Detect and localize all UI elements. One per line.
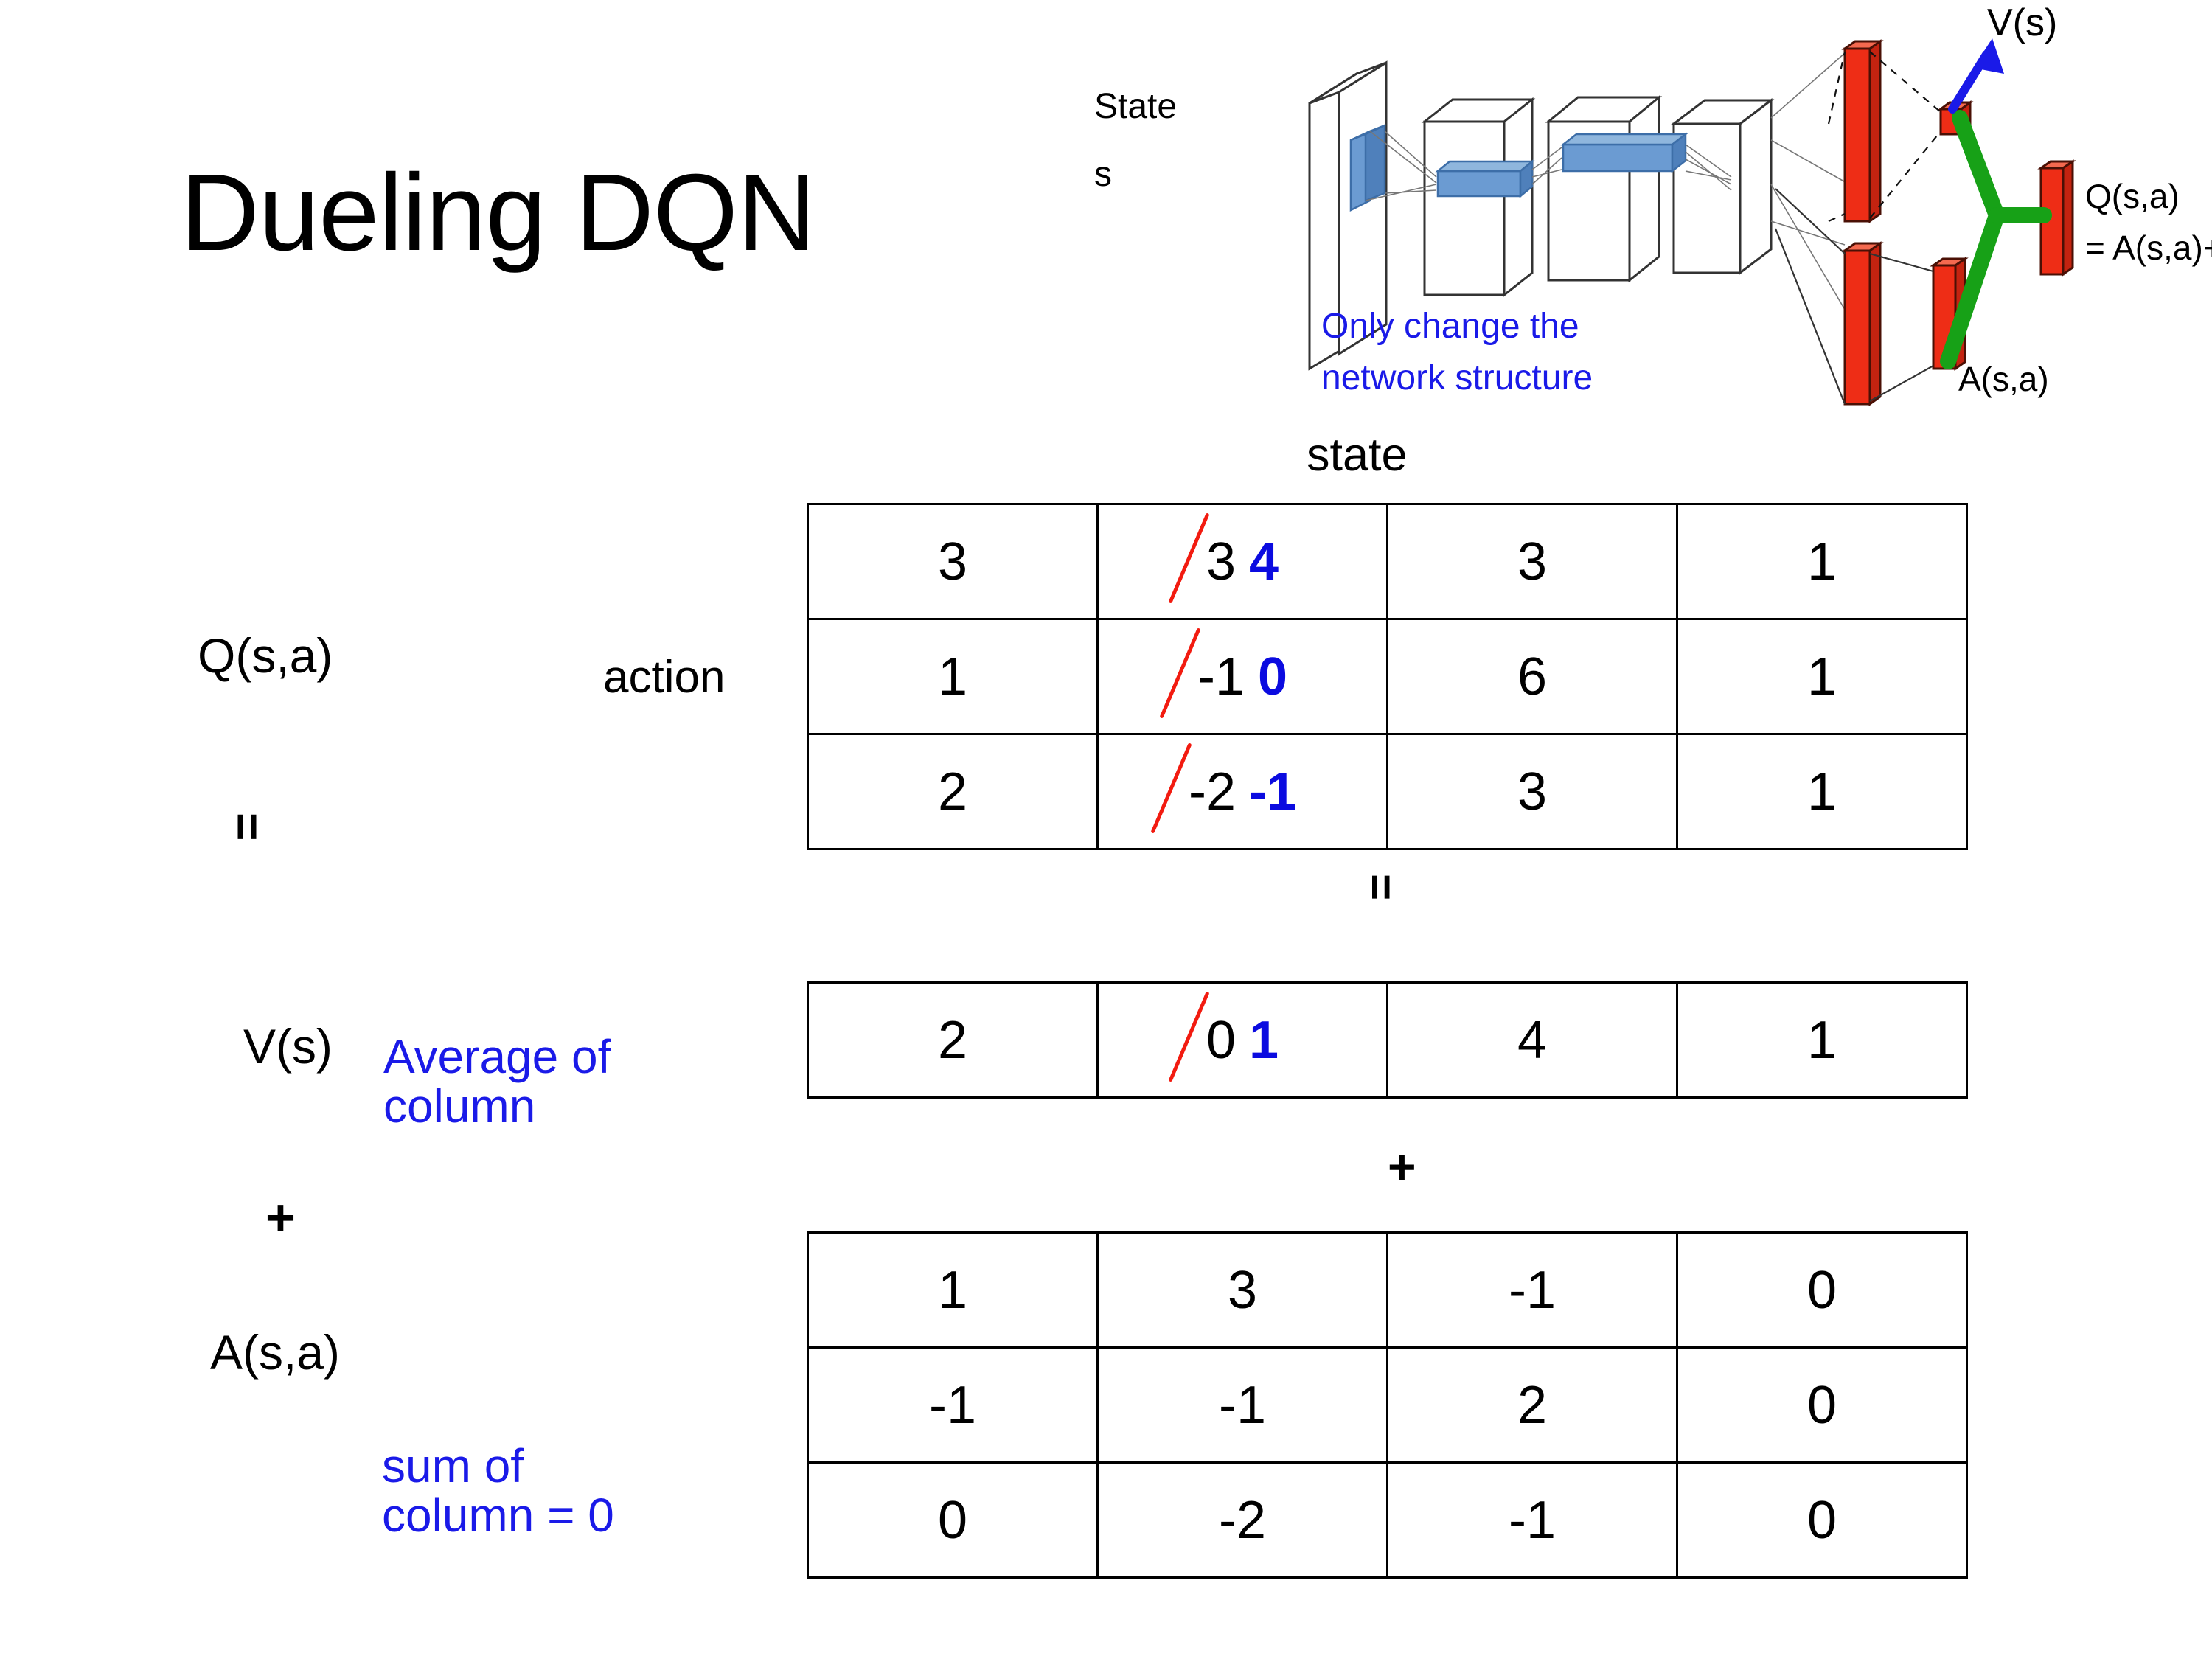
table-cell-edited: -2-1 — [1096, 733, 1388, 850]
table-cell: 3 — [1386, 733, 1678, 850]
new-value: 4 — [1249, 532, 1279, 591]
equals-sign-left: = — [220, 813, 275, 841]
table-cell: 3 — [807, 503, 1099, 620]
plus-sign-left: + — [265, 1189, 296, 1246]
table-cell: 2 — [807, 733, 1099, 850]
table-cell: 3 — [1096, 1231, 1388, 1349]
svg-text:s: s — [1094, 155, 1112, 194]
table-cell: 2 — [1386, 1346, 1678, 1464]
struck-old-value: 3 — [1206, 532, 1236, 591]
diagram-a-label: A(s,a) — [1958, 360, 2049, 398]
diagram-state-label: State — [1094, 87, 1177, 126]
average-of-column-note: Average of column — [383, 1032, 611, 1131]
table-cell: -1 — [1386, 1231, 1678, 1349]
diagram-note-1: Only change the — [1321, 307, 1579, 346]
dueling-network-diagram: State s V(s) A(s,a) Q(s,a) = A(s,a)+V(s)… — [1091, 0, 2212, 413]
table-cell: -1 — [1386, 1461, 1678, 1579]
struck-old-value: -2 — [1188, 762, 1236, 821]
new-value: 1 — [1249, 1010, 1279, 1070]
table-cell: 2 — [807, 981, 1099, 1099]
diagram-note-2: network structure — [1321, 358, 1593, 397]
diagram-v-label: V(s) — [1987, 1, 2057, 44]
advantage-function-label: A(s,a) — [210, 1325, 341, 1380]
table-cell: 4 — [1386, 981, 1678, 1099]
avg-note-line2: column — [383, 1079, 536, 1133]
table-cell: 1 — [807, 1231, 1099, 1349]
table-cell: 6 — [1386, 618, 1678, 735]
new-value: -1 — [1249, 762, 1297, 821]
avg-note-line1: Average of — [383, 1030, 611, 1083]
table-cell: 1 — [1676, 981, 1968, 1099]
v-function-label: V(s) — [243, 1019, 333, 1074]
plus-sign-center: + — [1388, 1139, 1416, 1194]
table-cell: 0 — [1676, 1231, 1968, 1349]
sum-of-column-note: sum of column = 0 — [382, 1441, 614, 1540]
table-cell: 0 — [1676, 1461, 1968, 1579]
diagram-q-label-2: = A(s,a)+V(s) — [2085, 229, 2212, 267]
new-value: 0 — [1257, 647, 1288, 706]
table-cell: 0 — [807, 1461, 1099, 1579]
sum-note-line1: sum of — [382, 1439, 524, 1492]
table-cell: -1 — [807, 1346, 1099, 1464]
table-cell: -2 — [1096, 1461, 1388, 1579]
action-axis-label: action — [603, 652, 726, 703]
sum-note-line2: column = 0 — [382, 1489, 614, 1543]
equals-sign-center: = — [1355, 874, 1406, 901]
table-cell: -1 — [1096, 1346, 1388, 1464]
q-function-label: Q(s,a) — [198, 628, 333, 683]
table-cell: 0 — [1676, 1346, 1968, 1464]
table-cell: 1 — [1676, 733, 1968, 850]
table-cell: 1 — [1676, 618, 1968, 735]
diagram-q-label-1: Q(s,a) — [2085, 177, 2180, 215]
table-cell: 1 — [1676, 503, 1968, 620]
table-cell: 3 — [1386, 503, 1678, 620]
state-axis-label: state — [1307, 429, 1408, 481]
table-cell: 1 — [807, 618, 1099, 735]
page-title: Dueling DQN — [181, 152, 816, 274]
struck-old-value: 0 — [1206, 1010, 1236, 1070]
struck-old-value: -1 — [1197, 647, 1245, 706]
